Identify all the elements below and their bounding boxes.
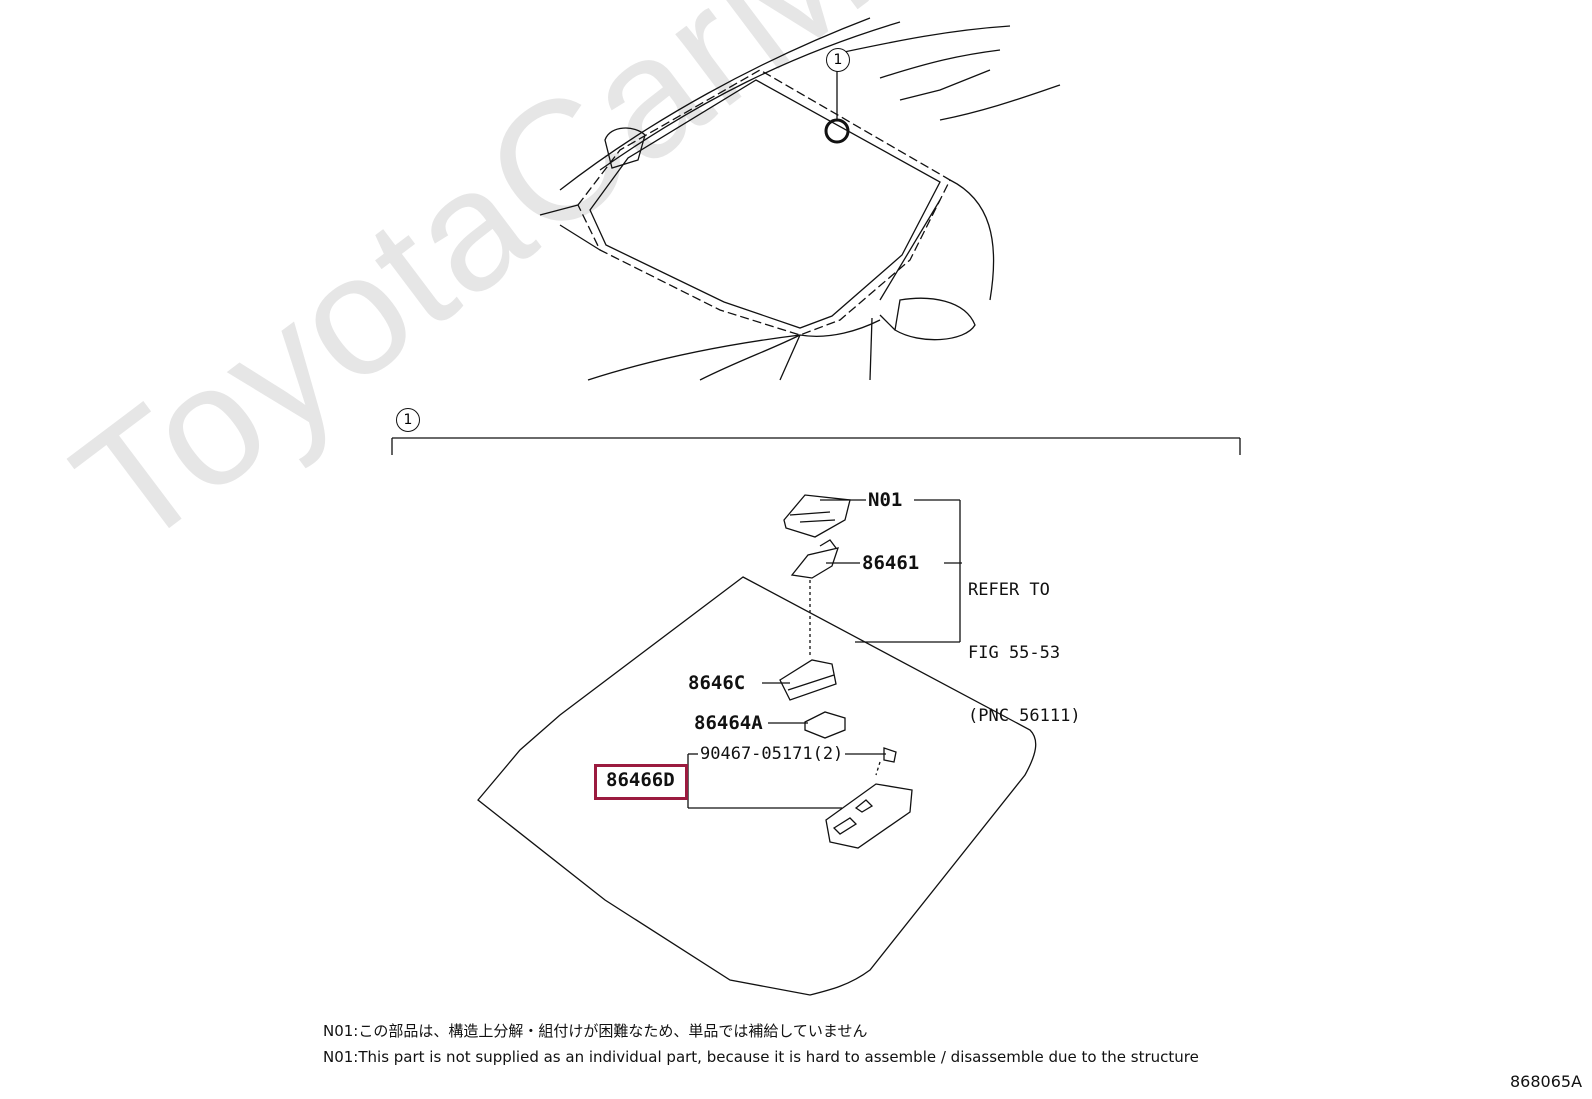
selected-part-highlight [594, 764, 688, 800]
callout-1-top: 1 [826, 48, 850, 72]
part-86466d-cover-drawing [825, 783, 913, 849]
part-8646c-sensor-drawing [779, 659, 837, 701]
figure-number: 868065A [1510, 1072, 1583, 1091]
refer-line-1: REFER TO [968, 580, 1050, 600]
windshield-glass-outline [477, 576, 1037, 996]
part-label-86464a[interactable]: 86464A [694, 712, 763, 734]
part-90467-screw-drawing [875, 747, 897, 776]
part-label-90467-05171[interactable]: 90467-05171(2) [700, 744, 844, 764]
part-label-8646c[interactable]: 8646C [688, 672, 746, 694]
refer-line-2: FIG 55-53 [968, 643, 1061, 663]
refer-note[interactable]: REFER TO FIG 55-53 (PNC 56111) [968, 538, 1081, 748]
part-label-86466d[interactable]: 86466D [606, 769, 675, 791]
part-label-86461[interactable]: 86461 [862, 552, 920, 574]
callout-1-section: 1 [396, 408, 420, 432]
leader-lines [687, 499, 962, 809]
note-japanese: N01:この部品は、構造上分解・組付けが困難なため、単品では補給していません [323, 1022, 868, 1040]
part-label-n01[interactable]: N01 [868, 489, 903, 511]
note-english: N01:This part is not supplied as an indi… [323, 1048, 1199, 1066]
part-86461-bracket-drawing [790, 539, 839, 579]
car-overview-drawing [539, 17, 1061, 381]
part-n01-cover-drawing [783, 494, 851, 538]
part-86464a-clip-drawing [804, 711, 846, 739]
refer-line-3: (PNC 56111) [968, 706, 1081, 726]
section-bracket [391, 437, 1241, 455]
